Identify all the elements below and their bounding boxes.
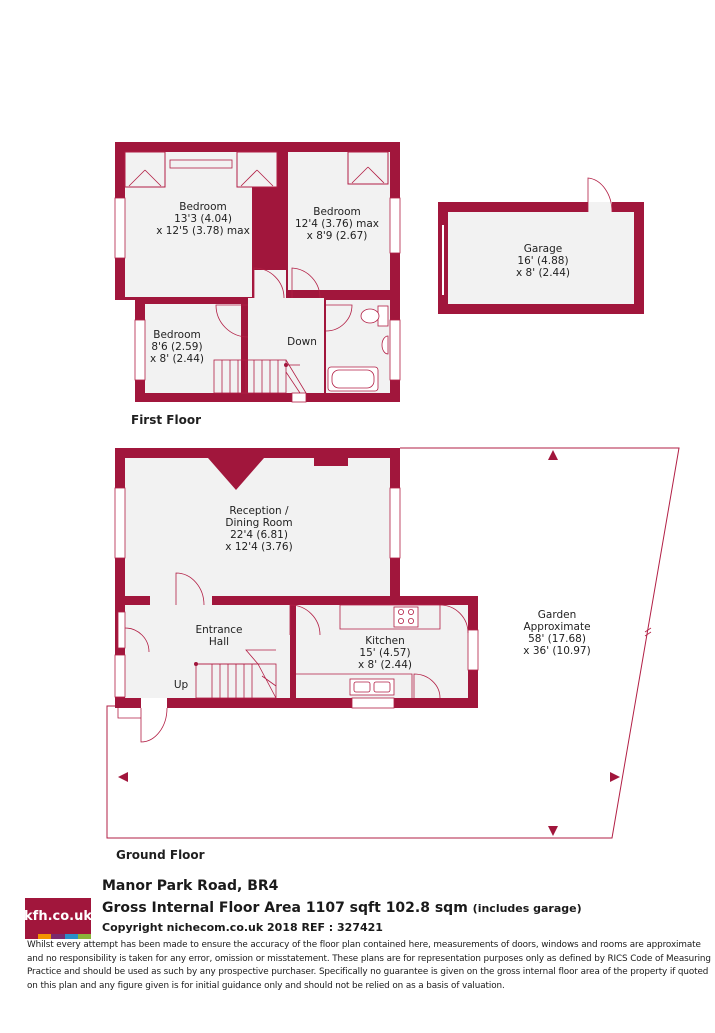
- garage-floor: [448, 212, 634, 304]
- wardrobe-2: [236, 151, 278, 188]
- wardrobe-1: [124, 151, 166, 188]
- bedroom-2-dim-1: 12'4 (3.76) max: [295, 218, 379, 230]
- garage-dim-1: 16' (4.88): [517, 255, 568, 267]
- logo-stripe: [64, 934, 78, 939]
- gross-area-note: (includes garage): [472, 902, 582, 915]
- kfh-logo[interactable]: kfh.co.uk: [24, 898, 92, 938]
- logo-text: kfh.co.uk: [24, 908, 92, 924]
- ground-floor-doors: [124, 572, 469, 699]
- kitchen-fittings: [296, 604, 441, 698]
- front-door-opening: [141, 698, 167, 708]
- garage-dim-2: x 8' (2.44): [516, 267, 570, 279]
- kitchen-dim-1: 15' (4.57): [359, 647, 410, 659]
- stairs-up-dot: [194, 662, 198, 666]
- ground-floor-stairs: [195, 649, 277, 699]
- kitchen-dim-2: x 8' (2.44): [358, 659, 412, 671]
- reception-name-1: Reception /: [229, 505, 289, 517]
- bedroom-1-dim-1: 13'3 (4.04): [174, 213, 232, 225]
- bedroom-3-dim-2: x 8' (2.44): [150, 353, 204, 365]
- bedroom-3-floor: [145, 304, 241, 393]
- garden-name-1: Garden: [538, 609, 576, 621]
- porch-line: [117, 708, 141, 719]
- garden-dim-2: x 36' (10.97): [523, 645, 590, 657]
- stairs-start-dot: [284, 363, 288, 367]
- garden-ticks: [644, 627, 652, 637]
- wardrobe-doors: [128, 166, 385, 187]
- kitchen-name: Kitchen: [365, 635, 404, 647]
- gross-area-value: Gross Internal Floor Area 1107 sqft 102.…: [102, 900, 468, 916]
- bedroom-1-name: Bedroom: [179, 201, 227, 213]
- logo-stripe: [25, 934, 39, 939]
- hall-floor: [125, 605, 290, 698]
- bedroom-3-dim-1: 8'6 (2.59): [151, 341, 202, 353]
- logo-color-stripes: [25, 934, 92, 939]
- first-floor-windows: [114, 197, 401, 403]
- bulkhead: [169, 159, 233, 169]
- bathroom-fixtures: [327, 305, 389, 392]
- stairs-down-label: Down: [287, 336, 317, 348]
- reception-dim-2: x 12'4 (3.76): [225, 541, 292, 553]
- reception-name-2: Dining Room: [225, 517, 292, 529]
- copyright: Copyright nichecom.co.uk 2018 REF : 3274…: [102, 921, 383, 934]
- logo-stripe: [38, 934, 52, 939]
- footer: kfh.co.uk Manor Park Road, BR4 Gross Int…: [0, 870, 715, 1033]
- garden-dimension-arrows: [118, 450, 620, 836]
- floor-plan: Bedroom 13'3 (4.04) x 12'5 (3.78) max Be…: [106, 142, 680, 862]
- logo-stripe: [77, 934, 92, 939]
- reception-hall-opening: [150, 594, 212, 607]
- garden-outline: [106, 447, 680, 839]
- first-floor: Bedroom 13'3 (4.04) x 12'5 (3.78) max Be…: [114, 142, 401, 427]
- ground-floor-label: Ground Floor: [116, 848, 205, 862]
- chimney-breast: [208, 458, 264, 490]
- disclaimer: Whilst every attempt has been made to en…: [27, 940, 711, 991]
- bedroom-1-dim-2: x 12'5 (3.78) max: [156, 225, 250, 237]
- ground-floor: Reception / Dining Room 22'4 (6.81) x 12…: [106, 447, 680, 862]
- landing-top-floor: [254, 270, 286, 302]
- front-door-swing: [140, 707, 168, 743]
- first-floor-stairs: [213, 359, 307, 394]
- logo-stripe: [51, 934, 65, 939]
- garage-name: Garage: [524, 243, 562, 255]
- garage-door-swing: [587, 177, 613, 213]
- wardrobe-3: [347, 151, 389, 185]
- first-floor-doors: [215, 267, 353, 338]
- hall-name-1: Entrance: [195, 624, 242, 636]
- bedroom-2-name: Bedroom: [313, 206, 361, 218]
- garage: Garage 16' (4.88) x 8' (2.44): [438, 177, 644, 314]
- stairs-up-label: Up: [174, 679, 189, 691]
- reception-pier: [314, 458, 348, 466]
- property-address: Manor Park Road, BR4: [102, 878, 279, 894]
- hall-name-2: Hall: [209, 636, 229, 648]
- garden-dim-1: 58' (17.68): [528, 633, 586, 645]
- garage-door-opening: [588, 202, 612, 212]
- gross-area: Gross Internal Floor Area 1107 sqft 102.…: [102, 900, 582, 916]
- ground-floor-windows: [114, 487, 479, 709]
- bedroom-2-dim-2: x 8'9 (2.67): [307, 230, 368, 242]
- first-floor-label: First Floor: [131, 413, 201, 427]
- bedroom-3-name: Bedroom: [153, 329, 201, 341]
- reception-floor: [125, 458, 390, 596]
- reception-dim-1: 22'4 (6.81): [230, 529, 288, 541]
- garden-name-2: Approximate: [523, 621, 590, 633]
